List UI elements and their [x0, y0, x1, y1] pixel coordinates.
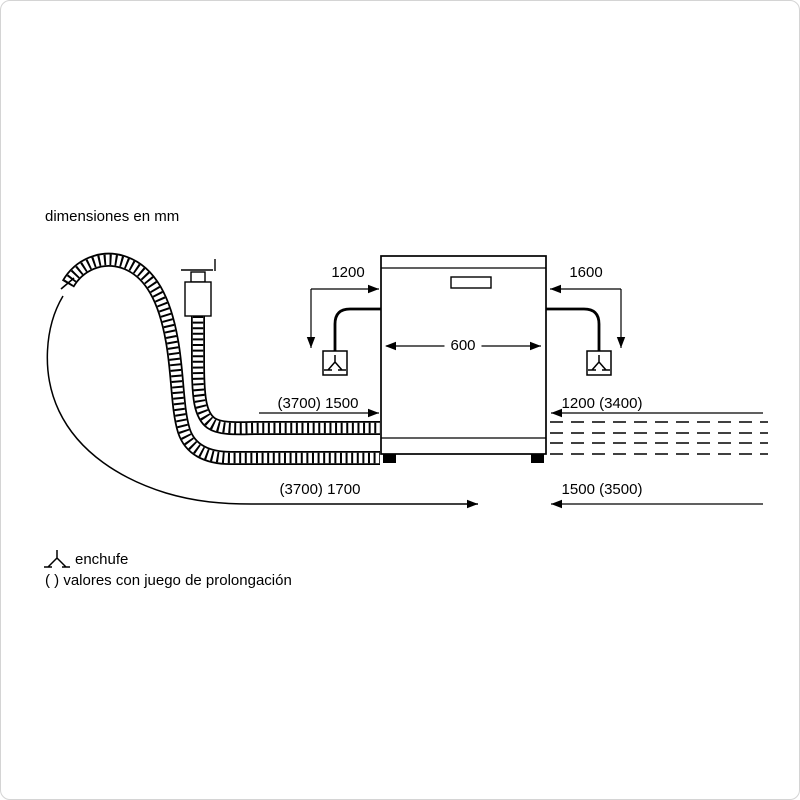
plug-socket-icon [588, 355, 610, 371]
appliance-foot-right [531, 454, 544, 463]
appliance-foot-left [383, 454, 396, 463]
dim-right-top-label: 1200 (3400) [561, 395, 643, 412]
dim-cord-right-label: 1600 [569, 264, 603, 281]
supply-hose [191, 316, 380, 436]
dim-supply-left-label: (3700) 1500 [277, 395, 359, 412]
plug-socket-left [322, 350, 348, 376]
power-cord-right [546, 307, 601, 351]
drain-hose-open-end [60, 277, 75, 290]
power-cord-length-line [46, 295, 478, 509]
page-title: dimensiones en mm [45, 208, 180, 225]
dim-cord-left-lines [306, 284, 379, 348]
dim-bottom-left-label: (3700) 1700 [279, 481, 361, 498]
power-cord-left [333, 307, 381, 351]
dim-width-label: 600 [444, 337, 482, 354]
plug-socket-right [586, 350, 612, 376]
legend-extension-note: ( ) valores con juego de prolongación [45, 572, 292, 589]
dim-cord-left-label: 1200 [331, 264, 365, 281]
dim-right-bottom-label: 1500 (3500) [561, 481, 643, 498]
plug-socket-icon [324, 355, 346, 371]
tap-connector [181, 259, 216, 317]
dishwasher-outline [380, 255, 547, 463]
plug-socket-icon [44, 550, 70, 568]
drain-hose [60, 252, 380, 465]
dim-cord-right-lines [550, 284, 626, 348]
legend-plug-icon [44, 550, 70, 568]
extension-hoses-dashed [550, 421, 768, 455]
legend-plug-label: enchufe [75, 551, 129, 568]
